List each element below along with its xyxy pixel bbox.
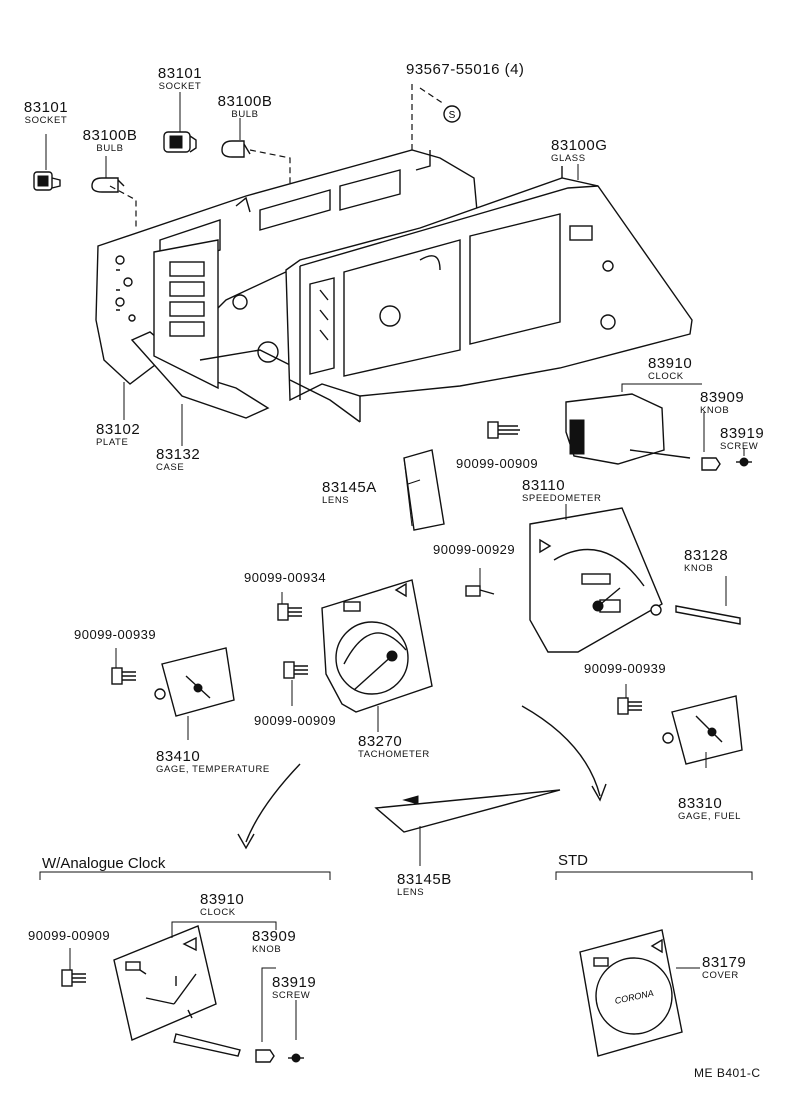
std-cover [579, 929, 683, 1057]
bulb-left [91, 177, 125, 193]
section-analogue-clock: W/Analogue Clock [42, 855, 166, 872]
lens-83145a [403, 449, 445, 531]
diagram-code: ME B401-C [694, 1066, 761, 1080]
analogue-clock-screw [288, 1053, 304, 1063]
analogue-clock-knob [255, 1049, 275, 1063]
label-90099-00909-upper: 90099-00909 [456, 456, 539, 471]
screw-00909-upper [487, 421, 520, 439]
speedometer-knob [650, 604, 741, 625]
socket-upper [163, 131, 197, 153]
socket-left [33, 171, 61, 191]
screw-00939-left [111, 667, 136, 685]
clock-knob-upper [701, 457, 721, 471]
bulb-upper [221, 140, 251, 158]
label-90099-00939-left: 90099-00939 [74, 627, 157, 642]
fuel-gauge [662, 695, 743, 765]
label-90099-00909-middle: 90099-00909 [254, 713, 337, 728]
screw-s-symbol [443, 105, 461, 123]
screw-00934 [277, 603, 302, 621]
screw-00939-right [617, 697, 642, 715]
clock-screw-upper [736, 457, 752, 467]
section-std: STD [558, 852, 588, 869]
meter-glass-housing [285, 177, 693, 423]
label-90099-00939-right: 90099-00939 [584, 661, 667, 676]
analogue-clock-unit [113, 925, 241, 1057]
screw-00929 [465, 585, 495, 597]
arrow-to-analogue [245, 763, 301, 843]
tachometer-unit [321, 579, 433, 713]
speedometer-unit [529, 507, 663, 653]
label-90099-00929: 90099-00929 [433, 542, 516, 557]
meter-case [130, 239, 301, 419]
lens-83145b [374, 789, 561, 833]
screw-00909-middle [283, 661, 308, 679]
label-93567-55016: 93567-55016 (4) [406, 61, 525, 78]
label-90099-00909-analogue: 90099-00909 [28, 928, 111, 943]
screw-s-letter: S [449, 110, 456, 121]
screw-00909-analogue [61, 969, 86, 987]
clock-unit-upper [565, 393, 691, 465]
temperature-gauge [154, 647, 235, 717]
arrow-to-std [521, 705, 601, 797]
label-90099-00934: 90099-00934 [244, 570, 327, 585]
